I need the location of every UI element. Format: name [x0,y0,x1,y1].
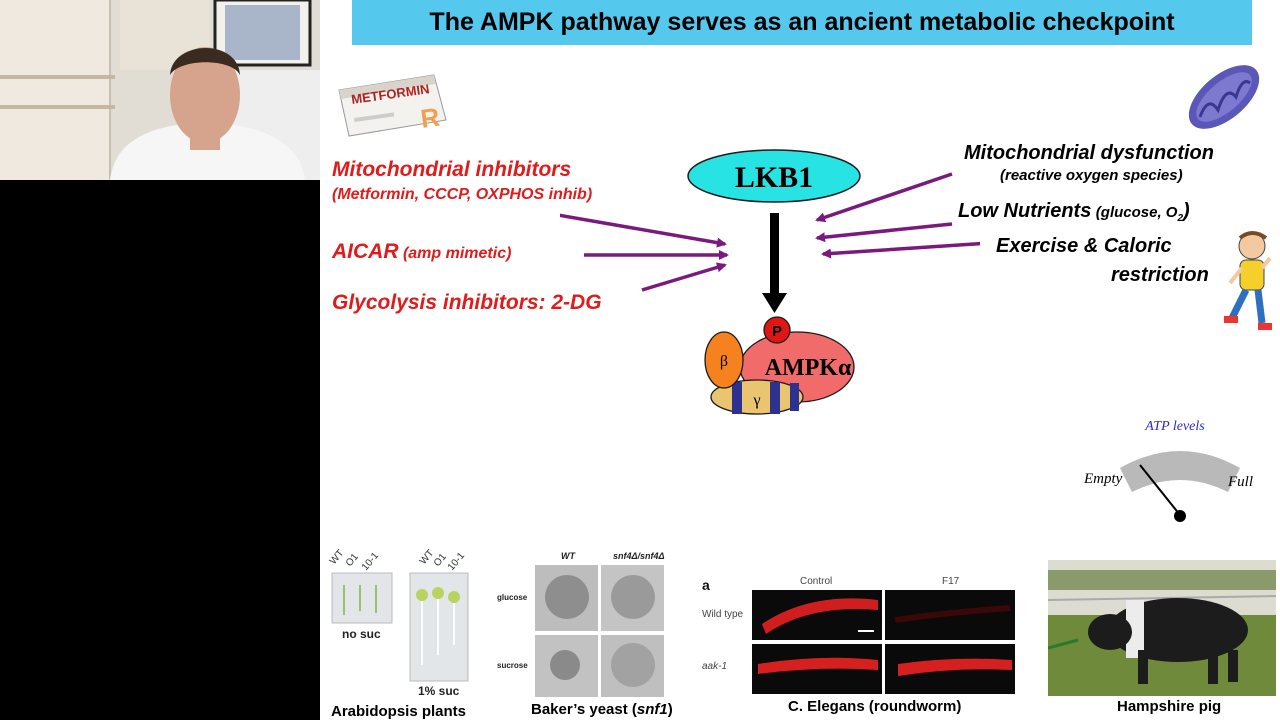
ampk-label: AMPKα [765,355,852,381]
runner-cartoon [1222,228,1272,336]
arrow-low-nutrients [815,222,953,243]
aicar-label: AICAR [332,240,399,263]
arabidopsis-caption: Arabidopsis plants [331,703,467,720]
gamma-stripe-1 [732,382,742,414]
yeast-glucose-label: glucose [497,593,528,602]
yeast-mutant-label: snf4Δ/snf4Δ [613,551,665,561]
aicar-label-group: AICAR (amp mimetic) [332,240,511,264]
lkb1-node [687,149,861,203]
arrow-mito-dysfunction [815,172,953,223]
phospho-label: P [772,323,782,340]
pig-photo [1048,560,1276,696]
ros-label: (reactive oxygen species) [1000,167,1183,184]
exercise-label-line1: Exercise & Caloric [996,235,1172,257]
arrow-mito-inhibitors [560,213,727,248]
elegans-wildtype-label: Wild type [702,609,744,620]
elegans-caption: C. Elegans (roundworm) [788,698,962,715]
arabidopsis-col-101: 10-1 [360,550,382,573]
ampk-beta-subunit [704,331,744,389]
yeast-caption: Baker’s yeast (snf1) [531,701,673,719]
yeast-caption-post: ) [667,701,673,718]
gamma-label: γ [752,392,760,409]
glucose-o2-close: ) [1183,200,1190,222]
slide-title-bar: The AMPK pathway serves as an ancient me… [352,0,1252,45]
atp-gauge-title: ATP levels [1144,419,1205,434]
arrow-glycolysis [641,262,727,292]
elegans-panel-letter: a [702,577,710,593]
pig-caption: Hampshire pig [1117,698,1222,715]
atp-gauge-pivot [1174,510,1186,522]
yeast-wt-label: WT [561,551,576,561]
webcam-feed [0,0,320,180]
arabidopsis-col-o1: O1 [344,551,361,569]
arabidopsis-panel: WT O1 10-1 WT O1 10-1 [328,545,478,700]
atp-empty-label: Empty [1083,471,1123,487]
arabidopsis-col-101-2: 10-1 [446,550,468,573]
lkb1-arrow-head [762,293,787,313]
yeast-caption-pre: Baker’s yeast ( [531,701,637,718]
atp-gauge-needle [1139,464,1181,516]
low-nutrients-label: Low Nutrients [958,200,1092,222]
metformin-suffix: R [419,102,442,134]
atp-gauge: ATP levels Empty Full [1083,419,1253,522]
glycolysis-label: Glycolysis inhibitors: 2-DG [332,291,602,314]
lkb1-arrow-shaft [770,213,779,295]
metformin-box-image: METFORMIN R [334,70,450,140]
lkb1-label: LKB1 [735,161,813,194]
yeast-sucrose-label: sucrose [497,661,528,670]
o2-subscript: 2 [1177,213,1184,225]
arrow-exercise [821,241,980,259]
low-nutrients-group: Low Nutrients (glucose, O2) [958,200,1190,224]
beta-label: β [720,353,728,370]
aicar-sub: (amp mimetic) [402,245,512,262]
exercise-label-line2: restriction [1111,264,1209,286]
elegans-f17-label: F17 [942,576,960,587]
gamma-stripe-3 [790,383,799,411]
arabidopsis-no-suc: no suc [342,627,381,641]
yeast-panel: WT snf4Δ/snf4Δ glucose sucrose [495,547,665,697]
arabidopsis-col-wt: WT [328,548,346,567]
pathway-diagram: LKB1 AMPKα γ β P [560,149,980,415]
glucose-o2-label: (glucose, O [1095,204,1178,221]
phospho-site [763,316,791,344]
arabidopsis-one-suc: 1% suc [418,684,460,698]
elegans-control-label: Control [800,576,832,587]
mito-inhibitors-examples: (Metformin, CCCP, OXPHOS inhib) [332,186,593,203]
speaker-video [0,0,320,180]
elegans-panel: a Control F17 Wild type aak-1 [700,572,1020,700]
mito-dysfunction-label: Mitochondrial dysfunction [964,142,1214,164]
atp-full-label: Full [1227,474,1253,490]
atp-gauge-dial [1120,451,1240,492]
slide-title: The AMPK pathway serves as an ancient me… [429,8,1175,36]
mito-inhibitors-label: Mitochondrial inhibitors [332,158,572,181]
elegans-aak-label: aak-1 [702,661,727,672]
mitochondrion-image [1178,55,1270,140]
yeast-caption-gene: snf1 [636,701,668,718]
gamma-stripe-2 [770,382,780,414]
